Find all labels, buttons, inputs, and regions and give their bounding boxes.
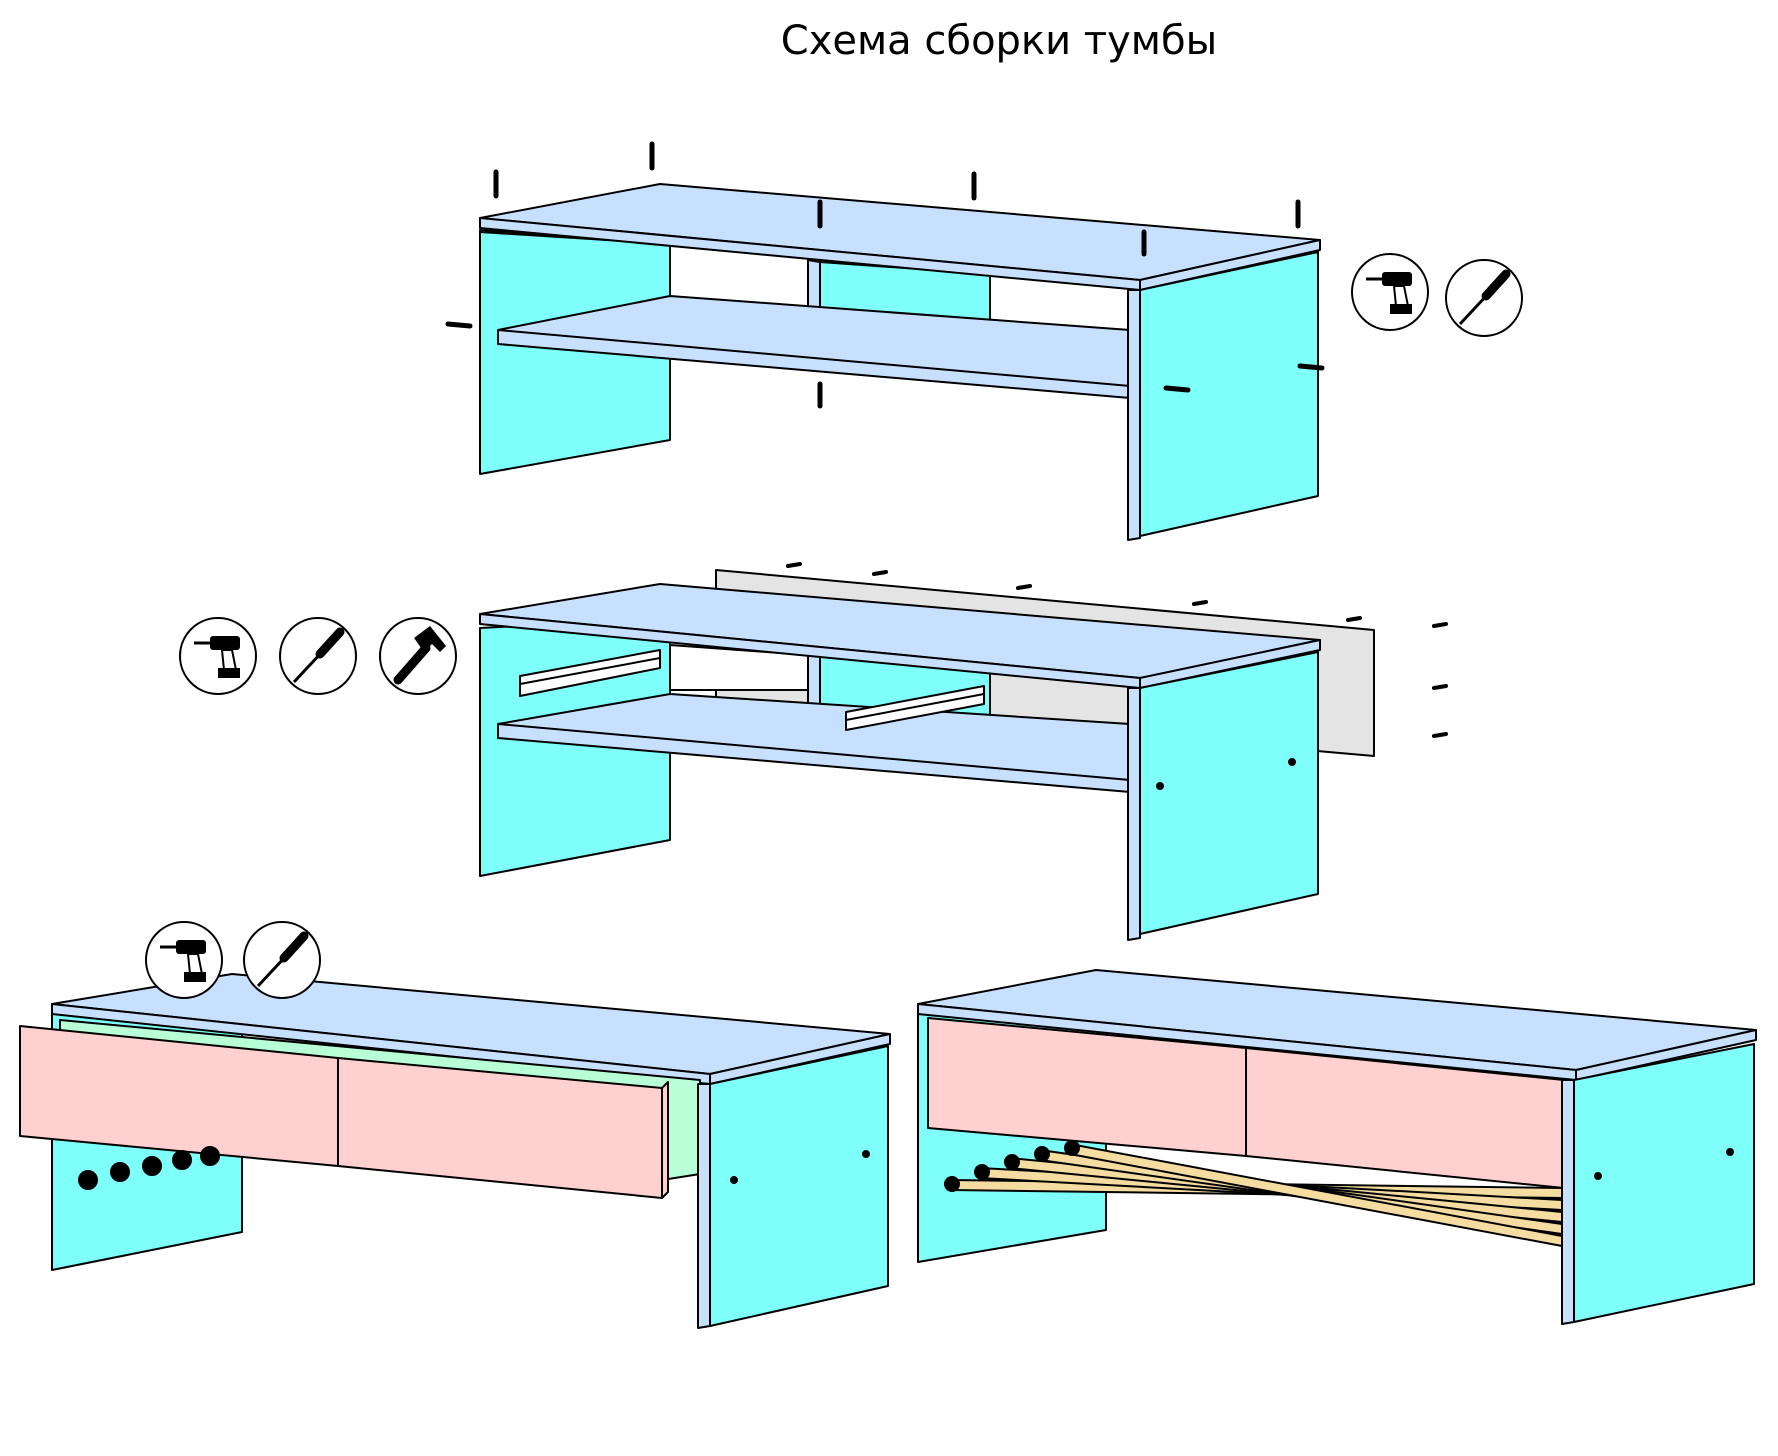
step-2-back-and-rails <box>480 564 1446 940</box>
right-side-panel <box>710 1046 888 1326</box>
diagram-title: Схема сборки тумбы <box>780 18 1218 64</box>
screwdriver-icon <box>244 922 320 998</box>
right-side-panel <box>1574 1044 1754 1322</box>
right-side-panel <box>1128 290 1140 540</box>
hammer-icon <box>380 618 456 694</box>
drill-icon <box>144 920 224 1000</box>
drill-icon <box>178 616 258 696</box>
shoe-rails <box>950 1144 1562 1246</box>
right-side-panel <box>1140 652 1318 934</box>
screwdriver-icon <box>1446 260 1522 336</box>
drawer-runner-left <box>520 650 660 696</box>
step-4-finished-cabinet <box>918 970 1756 1324</box>
step-3-drawers <box>20 974 890 1328</box>
screwdriver-icon <box>280 618 356 694</box>
step-1-carcass <box>448 144 1322 540</box>
drill-icon <box>1350 252 1430 332</box>
